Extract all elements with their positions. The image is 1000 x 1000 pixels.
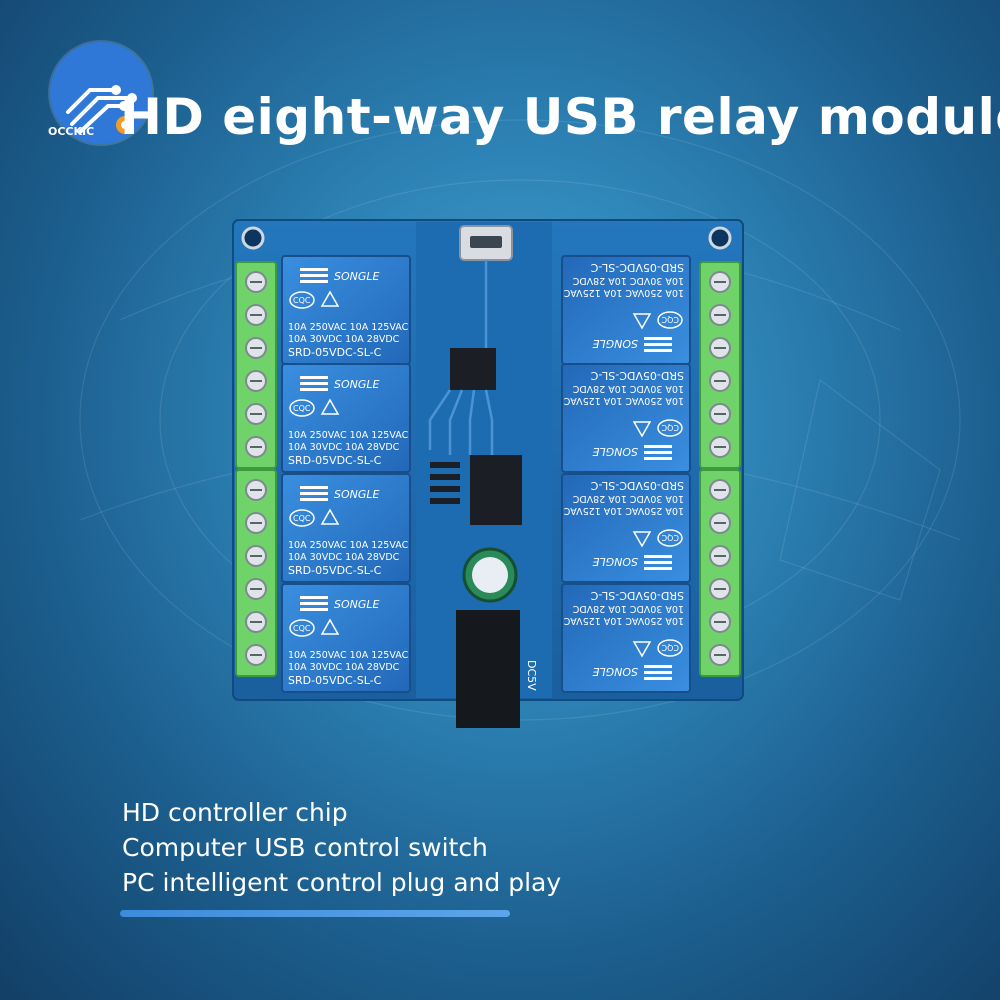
gear-icon (116, 116, 134, 134)
relay-model-label: SRD-05VDC-SL-C (288, 674, 382, 687)
brand-logo-text: OCCKIC (48, 125, 95, 138)
relay-cert-label: CQC (293, 514, 311, 523)
mounting-hole (708, 226, 732, 250)
relay-model-label: SRD-05VDC-SL-C (590, 479, 684, 492)
relay-cert-label: CQC (661, 423, 679, 432)
relay-cert-label: CQC (293, 296, 311, 305)
relay-spec-line: 10A 250VAC 10A 125VAC (563, 505, 684, 516)
relay-brand-label: SONGLE (592, 445, 638, 458)
relay-brand-label: SONGLE (334, 598, 380, 611)
relay-brand-label: SONGLE (334, 270, 380, 283)
relay-cert-label: CQC (661, 533, 679, 542)
terminal-block (699, 469, 741, 677)
relay-spec-line: 10A 30VDC 10A 28VDC (572, 383, 684, 394)
terminal-block (235, 261, 277, 469)
relay-brand-label: SONGLE (334, 378, 380, 391)
relay-brand-label: SONGLE (592, 555, 638, 568)
relay-spec-line: 10A 30VDC 10A 28VDC (572, 493, 684, 504)
relay-brand-label: SONGLE (592, 665, 638, 678)
relay-model-label: SRD-05VDC-SL-C (590, 589, 684, 602)
relay-spec-line: 10A 250VAC 10A 125VAC (288, 322, 409, 333)
dc-power-jack (456, 610, 520, 728)
relay-cert-label: CQC (293, 624, 311, 633)
driver-chip (470, 455, 522, 525)
relay-brand-label: SONGLE (334, 488, 380, 501)
feature-item: Computer USB control switch (122, 833, 488, 862)
relay-spec-line: 10A 250VAC 10A 125VAC (288, 430, 409, 441)
relay-spec-line: 10A 30VDC 10A 28VDC (572, 603, 684, 614)
relay-spec-line: 10A 30VDC 10A 28VDC (572, 275, 684, 286)
relay-spec-line: 10A 30VDC 10A 28VDC (288, 552, 400, 563)
mounting-hole (241, 226, 265, 250)
relay-brand-label: SONGLE (592, 337, 638, 350)
relay-spec-line: 10A 250VAC 10A 125VAC (563, 615, 684, 626)
circuit-trace-logo-icon (66, 85, 137, 134)
relay-model-label: SRD-05VDC-SL-C (590, 261, 684, 274)
controller-chip (450, 348, 496, 390)
feature-list: HD controller chip Computer USB control … (122, 795, 561, 900)
relay-spec-line: 10A 30VDC 10A 28VDC (288, 662, 400, 673)
terminal-block (699, 261, 741, 469)
brand-logo (50, 42, 152, 144)
relay-model-label: SRD-05VDC-SL-C (288, 346, 382, 359)
relay-model-label: SRD-05VDC-SL-C (590, 369, 684, 382)
relay-spec-line: 10A 250VAC 10A 125VAC (563, 287, 684, 298)
resistor-array (430, 462, 460, 504)
feature-item: PC intelligent control plug and play (122, 868, 562, 897)
power-label: DC5V (525, 660, 538, 691)
relay-spec-line: 10A 250VAC 10A 125VAC (288, 540, 409, 551)
relay-cert-label: CQC (661, 643, 679, 652)
relay-spec-line: 10A 250VAC 10A 125VAC (563, 395, 684, 406)
headline-title: HD eight-way USB relay module (120, 88, 1000, 146)
relay-model-label: SRD-05VDC-SL-C (288, 564, 382, 577)
relay-spec-line: 10A 250VAC 10A 125VAC (288, 650, 409, 661)
feature-item: HD controller chip (122, 798, 348, 827)
relay-spec-line: 10A 30VDC 10A 28VDC (288, 334, 400, 345)
relay-cert-label: CQC (293, 404, 311, 413)
decorative-underline (120, 910, 510, 917)
terminal-block (235, 469, 277, 677)
relay-model-label: SRD-05VDC-SL-C (288, 454, 382, 467)
relay-cert-label: CQC (661, 315, 679, 324)
relay-spec-line: 10A 30VDC 10A 28VDC (288, 442, 400, 453)
